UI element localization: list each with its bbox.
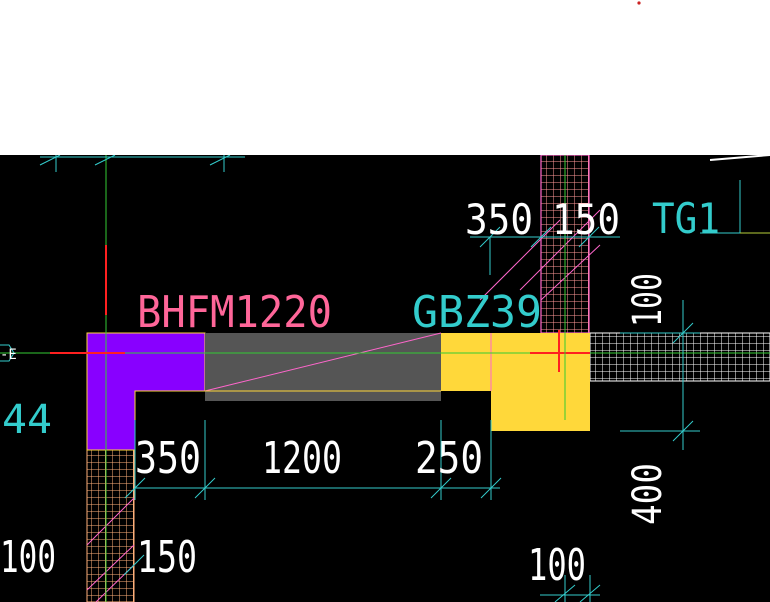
right-wall-hatch[interactable] (589, 332, 770, 382)
door-opening-bhfm1220[interactable] (205, 333, 441, 401)
door-diagonal-line (204, 332, 442, 392)
partial-text-fragment (709, 155, 770, 161)
stray-marker-dot (637, 1, 641, 5)
dim-left-wall-100: 100 (0, 532, 56, 583)
top-strip-svg (637, 1, 641, 5)
canvas-top-blank-area (0, 0, 770, 155)
dim-opening-left-350: 350 (135, 433, 201, 484)
magenta-hatch-diagonals (86, 209, 601, 602)
axis-offset-label: 44 (2, 397, 52, 443)
dim-right-vertical-400: 400 (625, 463, 671, 525)
dim-left-wall-right-150: 150 (137, 532, 197, 583)
dimension-lines (39, 155, 770, 602)
axis-bubble-e[interactable] (0, 344, 15, 362)
beam-label-tg1: TG1 (652, 194, 720, 243)
dim-right-vertical-100: 100 (625, 273, 671, 327)
dim-opening-right-250: 250 (415, 433, 483, 484)
axis-tag-e: -E (0, 347, 17, 363)
dim-bottom-center-100: 100 (528, 540, 586, 591)
column-gbz39-yellow[interactable] (441, 333, 590, 431)
dim-top-right-150: 150 (552, 195, 620, 244)
column-label-gbz39: GBZ39 (412, 287, 542, 338)
cad-drawing-svg[interactable]: BHFM1220 GBZ39 TG1 -E 44 350 150 350 120… (0, 155, 770, 602)
left-wall-hatch[interactable] (86, 449, 135, 602)
dim-opening-width-1200: 1200 (262, 433, 342, 484)
dim-top-left-350: 350 (465, 195, 533, 244)
door-label-bhfm1220: BHFM1220 (137, 287, 332, 338)
cad-drawing-viewport[interactable]: BHFM1220 GBZ39 TG1 -E 44 350 150 350 120… (0, 155, 770, 602)
